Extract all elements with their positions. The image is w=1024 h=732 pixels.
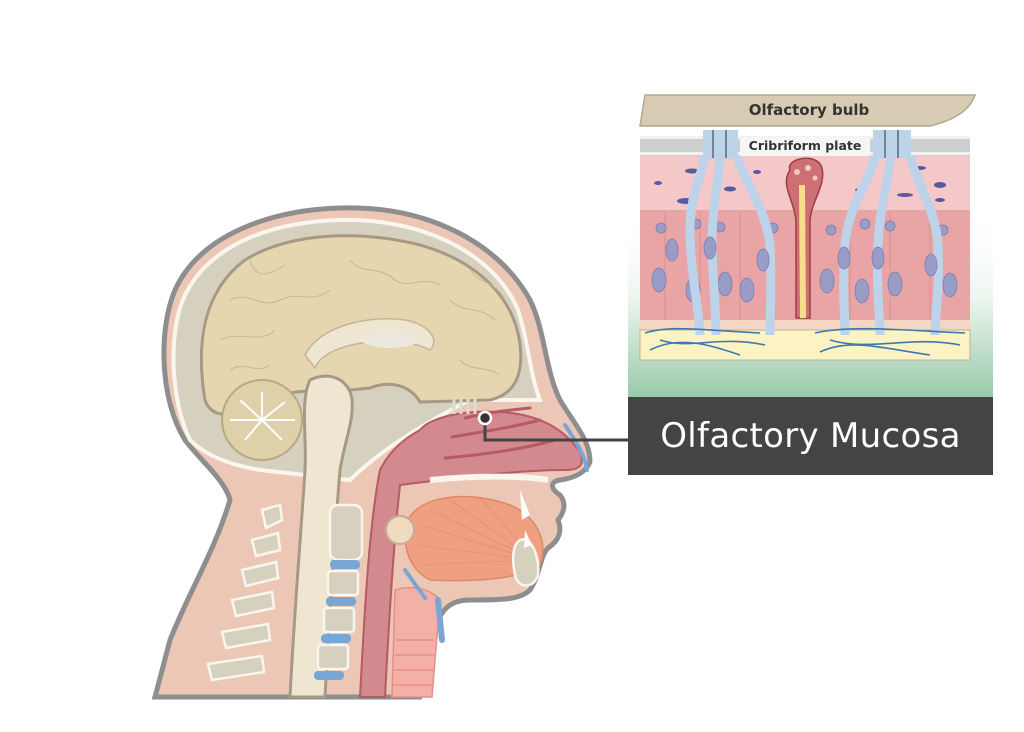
larynx-trachea (391, 587, 441, 698)
brain-gyri (219, 259, 506, 376)
cervical-vertebrae (314, 503, 364, 680)
olfactory-bulb-label: Olfactory bulb (748, 101, 870, 119)
head-sagittal-section (151, 205, 593, 700)
olfactory-epithelium-inset (628, 94, 993, 400)
neuron-nuclei (665, 236, 938, 277)
callout-label: Olfactory Mucosa (660, 416, 961, 456)
cribriform-label-bg (740, 137, 870, 156)
mucus-layer (639, 329, 971, 361)
gland-vesicles (794, 165, 818, 181)
olfactory-cilia (644, 327, 966, 356)
gland-duct (799, 184, 806, 319)
mandible (511, 538, 540, 587)
olfactory-bulb (639, 94, 977, 127)
nasal-cartilage (563, 423, 589, 472)
olfactory-nerve-fibers (452, 398, 477, 414)
epiglottis (403, 568, 427, 600)
hard-palate (429, 473, 549, 483)
tonsil (385, 515, 415, 545)
leader-line (483, 418, 628, 442)
cribriform-plate-label: Cribriform plate (748, 138, 862, 153)
callout-pointer (477, 410, 628, 442)
callout-label-box: Olfactory Mucosa (628, 397, 993, 475)
tracheal-rings (393, 639, 434, 686)
arbor-vitae (230, 392, 295, 441)
teeth (520, 490, 532, 548)
tongue (404, 495, 544, 582)
corpus-callosum (304, 318, 435, 370)
thyroid-cartilage (435, 597, 445, 643)
spinous-processes (206, 503, 284, 682)
nasal-conchae (443, 406, 557, 460)
pointer-dot (477, 410, 493, 426)
